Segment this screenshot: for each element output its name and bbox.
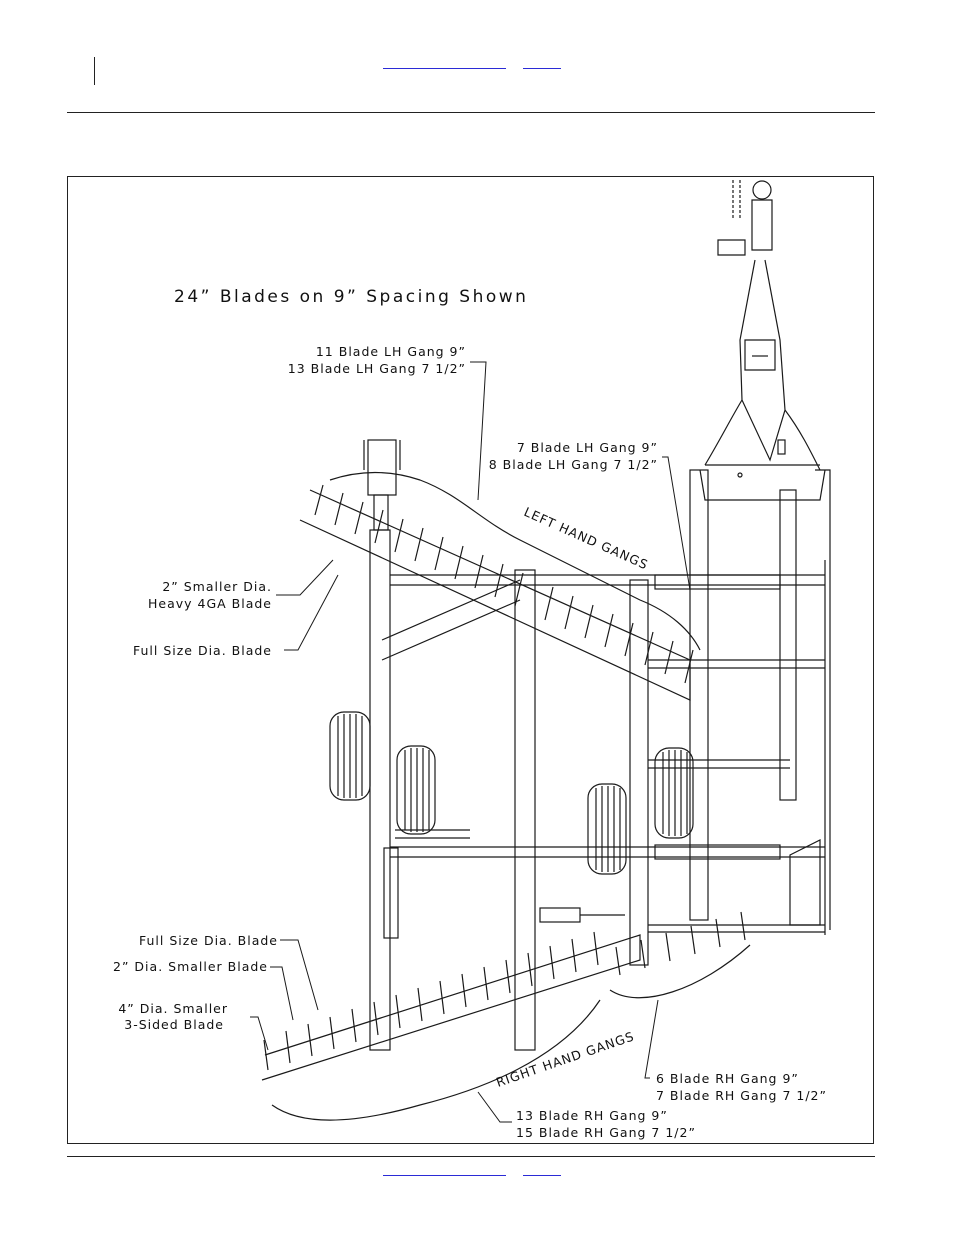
figure-frame <box>67 176 874 1144</box>
figure-title: 24” Blades on 9” Spacing Shown <box>174 287 528 307</box>
callout-lh-gang-11-line2: 13 Blade LH Gang 7 1/2” <box>288 361 466 376</box>
callout-lh-gang-7-line2: 8 Blade LH Gang 7 1/2” <box>489 457 658 472</box>
callout-full-size-bottom: Full Size Dia. Blade <box>139 933 278 948</box>
callout-four-inch-line2: 3-Sided Blade <box>124 1017 224 1032</box>
footer-link-right[interactable] <box>523 1175 561 1176</box>
left-hand-gang <box>299 471 701 701</box>
machine-drawing <box>250 180 831 1123</box>
callout-lh-gang-11-line1: 11 Blade LH Gang 9” <box>316 344 466 359</box>
callout-smaller-heavy-line2: Heavy 4GA Blade <box>148 596 272 611</box>
callout-full-size-top: Full Size Dia. Blade <box>133 643 272 658</box>
lh-gang-blades <box>314 484 694 684</box>
callout-two-inch-smaller: 2” Dia. Smaller Blade <box>113 959 268 974</box>
callout-smaller-heavy-line1: 2” Smaller Dia. <box>162 579 272 594</box>
footer-rule <box>67 1156 875 1157</box>
hitch-assembly <box>699 180 826 501</box>
header-link-left[interactable] <box>383 68 506 69</box>
rh-gang-blades <box>263 931 599 1071</box>
rh-small-gang-blades <box>615 911 746 976</box>
leader-lines <box>250 361 691 1123</box>
wheels <box>329 711 694 875</box>
header-rule <box>67 112 875 113</box>
callout-rh-gang-13-line2: 15 Blade RH Gang 7 1/2” <box>516 1125 696 1140</box>
header-link-right[interactable] <box>523 68 561 69</box>
callout-four-inch-line1: 4” Dia. Smaller <box>118 1001 228 1016</box>
callout-lh-gang-7-line1: 7 Blade LH Gang 9” <box>517 440 658 455</box>
left-hand-gangs-label: LEFT HAND GANGS <box>522 504 651 572</box>
callout-rh-gang-13-line1: 13 Blade RH Gang 9” <box>516 1108 668 1123</box>
right-hand-gang <box>261 839 821 1121</box>
margin-bar <box>94 57 95 85</box>
callout-rh-gang-6-line2: 7 Blade RH Gang 7 1/2” <box>656 1088 827 1103</box>
callout-rh-gang-6-line1: 6 Blade RH Gang 9” <box>656 1071 799 1086</box>
footer-link-left[interactable] <box>383 1175 506 1176</box>
lift-cylinder <box>363 439 401 939</box>
main-frame <box>369 469 831 1051</box>
